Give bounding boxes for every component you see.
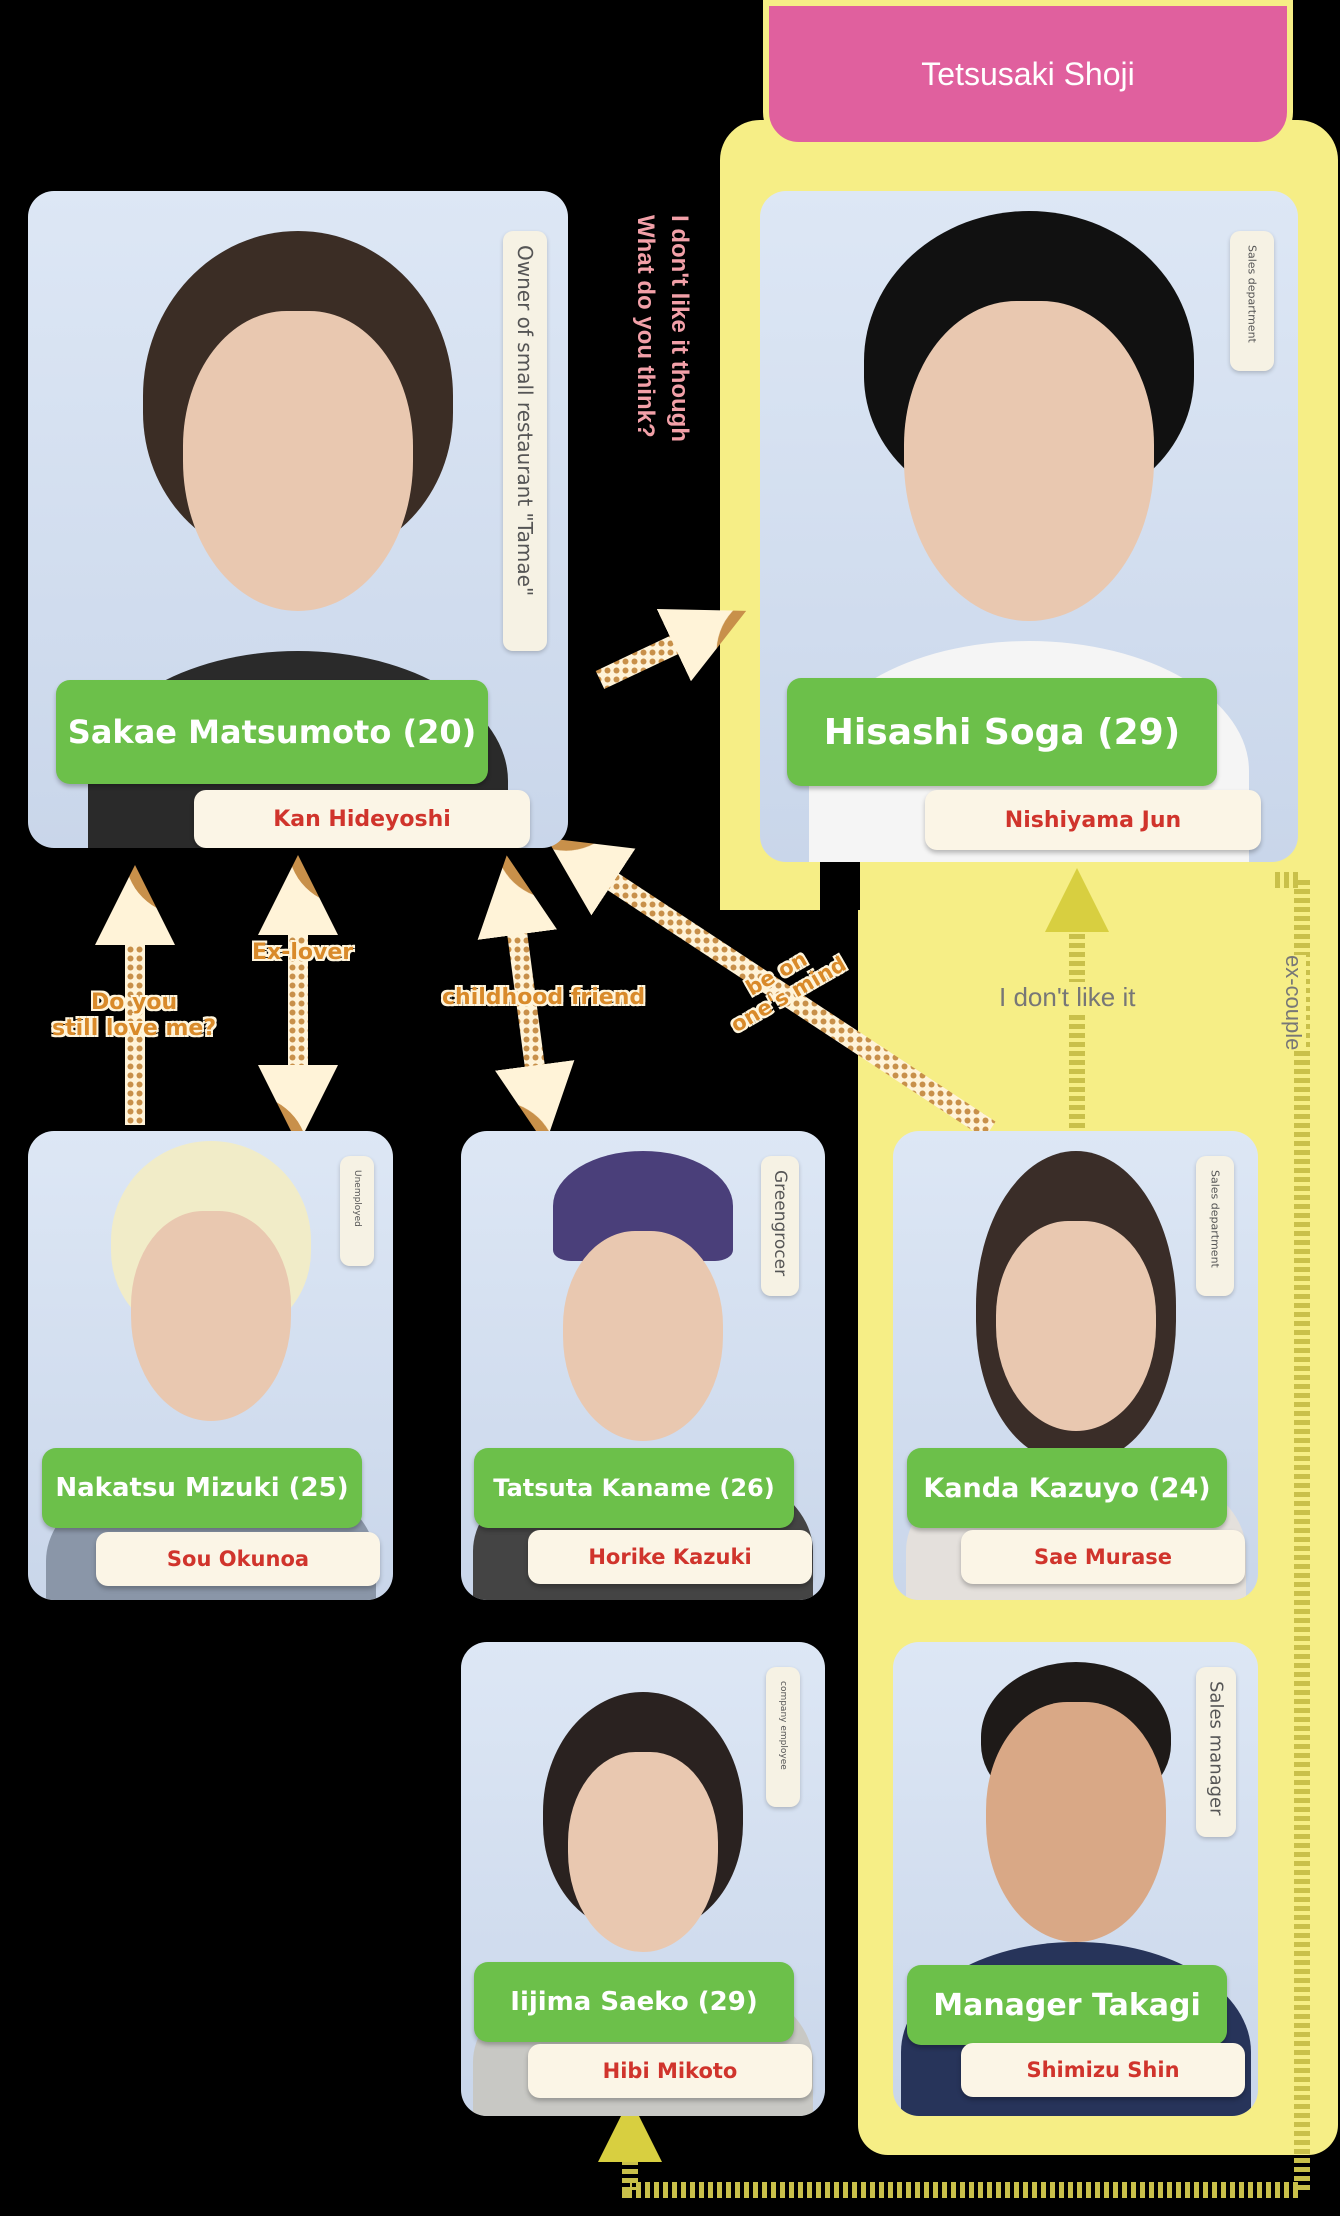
- job-label: Sales manager: [1196, 1667, 1236, 1837]
- name-badge: Kanda Kazuyo (24): [907, 1448, 1227, 1528]
- actor-badge: Sae Murase: [961, 1530, 1245, 1584]
- actor-badge: Hibi Mikoto: [528, 2044, 812, 2098]
- label-ex-lover: Ex-lover: [252, 940, 354, 965]
- name-badge: Nakatsu Mizuki (25): [42, 1448, 362, 1528]
- name-badge: Iijima Saeko (29): [474, 1962, 794, 2042]
- company-header: Tetsusaki Shoji: [763, 0, 1293, 148]
- name-badge: Manager Takagi: [907, 1965, 1227, 2045]
- job-label: Unemployed: [340, 1156, 374, 1266]
- job-label: company employee: [766, 1667, 800, 1807]
- photo-face: [904, 301, 1154, 621]
- job-label: Sales department: [1196, 1156, 1234, 1296]
- character-card-nakatsu[interactable]: Unemployed: [28, 1131, 393, 1600]
- name-badge: Tatsuta Kaname (26): [474, 1448, 794, 1528]
- company-title: Tetsusaki Shoji: [921, 55, 1135, 92]
- label-childhood: childhood friend: [442, 985, 646, 1010]
- name-badge: Hisashi Soga (29): [787, 678, 1217, 786]
- photo-face: [183, 311, 413, 611]
- actor-badge: Horike Kazuki: [528, 1530, 812, 1584]
- actor-badge: Nishiyama Jun: [925, 790, 1261, 850]
- actor-badge: Sou Okunoa: [96, 1532, 380, 1586]
- arrow-childhood: [512, 895, 540, 1105]
- label-dont-like: I don't like it: [995, 982, 1140, 1013]
- job-label: Owner of small restaurant "Tamae": [503, 231, 547, 651]
- arrow-sakae-soga: [595, 628, 710, 690]
- arrow-mind: [580, 860, 996, 1139]
- arrow-ex-couple: [598, 872, 1310, 2198]
- soga-note: I don't like it though What do you think…: [632, 215, 693, 443]
- actor-badge: Kan Hideyoshi: [194, 790, 530, 848]
- label-ex-couple: ex-couple: [1280, 955, 1306, 1051]
- name-badge: Sakae Matsumoto (20): [56, 680, 488, 784]
- job-label: Sales department: [1230, 231, 1274, 371]
- job-label: Greengrocer: [761, 1156, 799, 1296]
- actor-badge: Shimizu Shin: [961, 2043, 1245, 2097]
